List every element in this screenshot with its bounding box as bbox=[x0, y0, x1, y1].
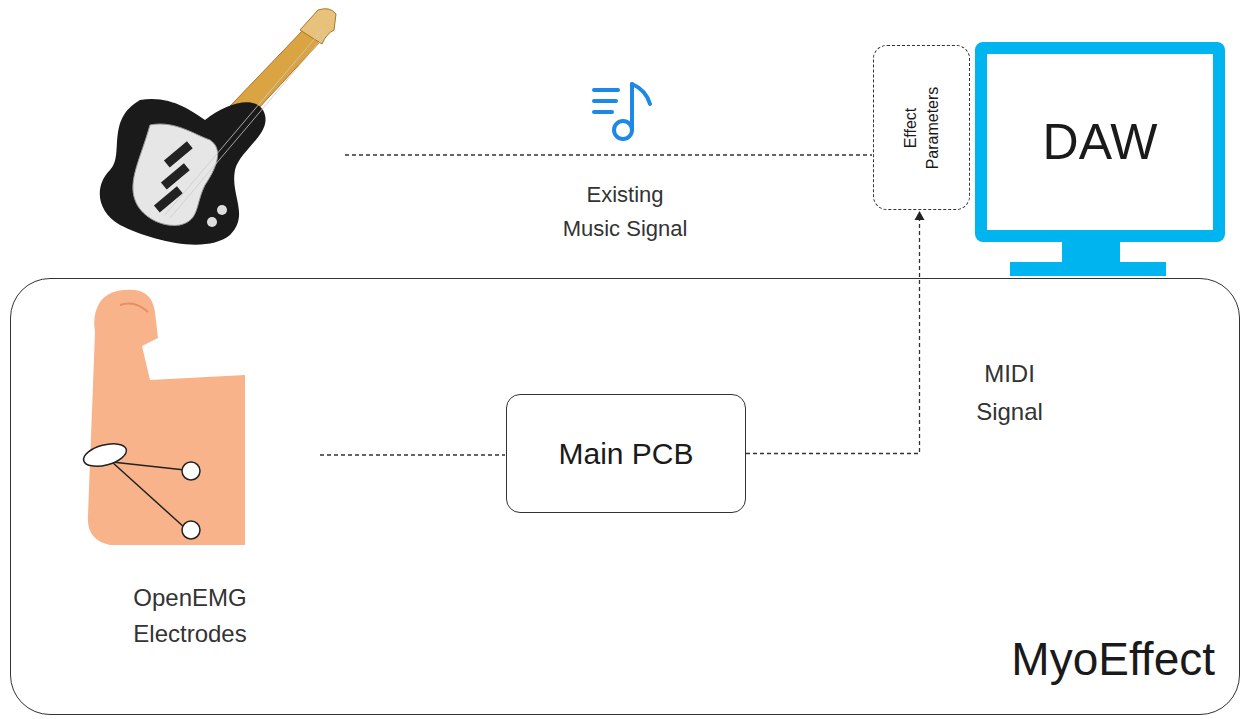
effect-parameters-box: Effect Parameters bbox=[873, 45, 970, 210]
signal-label: Existing Music Signal bbox=[555, 178, 695, 246]
connector-line bbox=[746, 220, 920, 454]
main-pcb-box: Main PCB bbox=[506, 394, 746, 513]
edge-label: MIDI Signal bbox=[955, 355, 1065, 431]
monitor-stand bbox=[1010, 238, 1166, 276]
midi-connector bbox=[746, 211, 925, 454]
music-note-icon bbox=[594, 84, 650, 139]
guitar-illustration bbox=[100, 9, 336, 245]
myoeffect-enclosure: MyoEffect Main PCB bbox=[10, 278, 1240, 715]
arm-illustration bbox=[81, 290, 245, 545]
arrow-head bbox=[915, 211, 925, 220]
node-text: Effect Parameters bbox=[900, 78, 944, 178]
electrode-label: OpenEMG Electrodes bbox=[115, 580, 265, 652]
daw-monitor: DAW bbox=[975, 42, 1225, 242]
music-signal-wire bbox=[345, 154, 872, 155]
node-text: MyoEffect bbox=[1011, 632, 1215, 686]
electrode-wire bbox=[320, 454, 505, 455]
node-text: DAW bbox=[1043, 113, 1158, 171]
node-text: Main PCB bbox=[558, 437, 693, 471]
